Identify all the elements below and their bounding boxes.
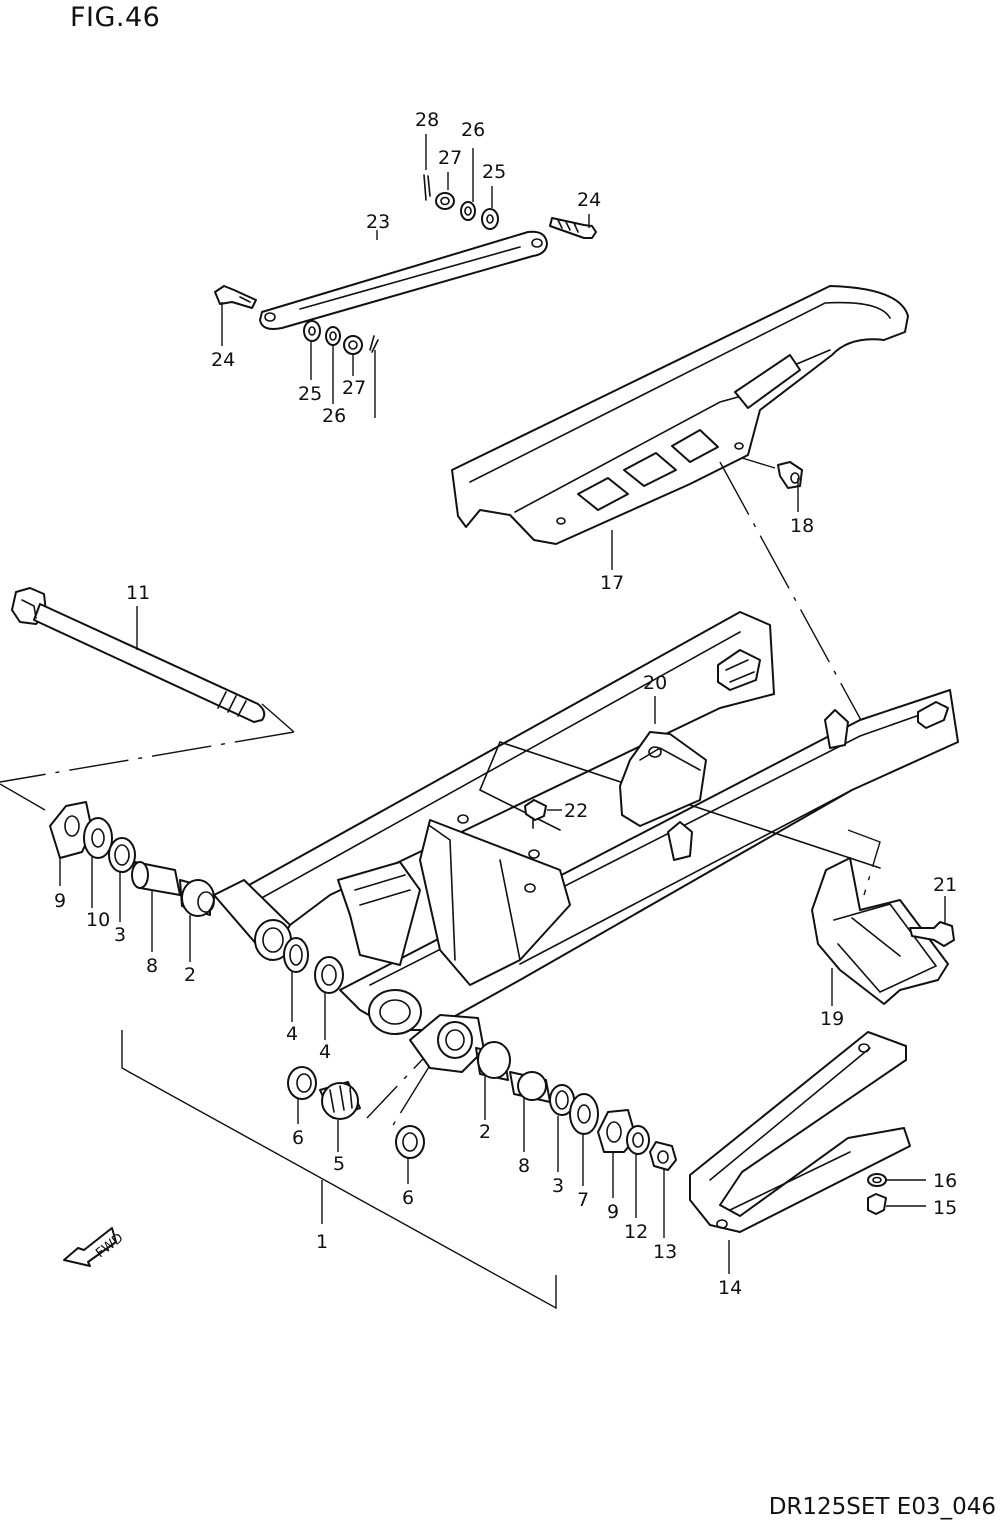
bolt-23	[549, 217, 597, 239]
callout-12: 13	[653, 1241, 677, 1263]
callout-18: 19	[820, 1008, 844, 1030]
callout-17: 18	[790, 515, 814, 537]
callout-14: 15	[933, 1197, 957, 1219]
callout-20: 21	[933, 874, 957, 896]
bracket-19	[619, 731, 707, 827]
fwd-label: FWD	[93, 1231, 126, 1262]
callout-25: 26	[461, 119, 485, 141]
chain-guide-18	[811, 857, 949, 1005]
callout-22: 24	[211, 349, 235, 371]
callout-labels: 28 26 27 25 24 23 24 25 26 27 18 17 11 2…	[54, 109, 957, 1299]
figure-code: DR125SET E03_046	[768, 1494, 996, 1520]
pivot-shaft	[11, 587, 266, 723]
screw-14	[867, 1193, 887, 1215]
callout-6: 6	[292, 1127, 304, 1149]
left-pivot-parts	[49, 801, 344, 994]
figure-title: FIG.46	[70, 2, 161, 33]
callout-4: 4	[319, 1041, 331, 1063]
callout-1: 1	[316, 1231, 328, 1253]
right-pivot-parts	[475, 1041, 677, 1171]
callout-24: 25	[298, 383, 322, 405]
callout-2: 2	[479, 1121, 491, 1143]
washer-15	[867, 1173, 887, 1187]
bolt-22	[214, 285, 257, 309]
callout-5: 5	[333, 1153, 345, 1175]
chain-buffer-13	[689, 1031, 911, 1233]
item-1-bracket	[121, 1030, 557, 1310]
callout-13: 14	[718, 1277, 742, 1299]
screw-17	[741, 457, 803, 489]
callout-23: 24	[577, 189, 601, 211]
callout-26: 27	[438, 147, 462, 169]
callout-9: 7	[577, 1189, 589, 1211]
callout-26: 27	[342, 377, 366, 399]
screw-28	[524, 799, 547, 829]
chain-cover	[451, 285, 909, 545]
callout-8: 9	[54, 890, 66, 912]
callout-2: 2	[184, 964, 196, 986]
torque-rod	[259, 230, 548, 330]
callout-25: 26	[322, 405, 346, 427]
callout-19: 20	[643, 672, 667, 694]
fwd-arrow: FWD	[63, 1227, 126, 1267]
callout-3: 3	[114, 924, 126, 946]
callout-10: 11	[126, 582, 150, 604]
callout-8: 9	[607, 1201, 619, 1223]
callout-6: 6	[402, 1187, 414, 1209]
callout-15: 16	[933, 1170, 957, 1192]
callout-21: 23	[366, 211, 390, 233]
callout-28: 22	[564, 800, 588, 822]
swingarm	[213, 611, 959, 1073]
callout-4: 4	[286, 1023, 298, 1045]
callout-3: 3	[552, 1175, 564, 1197]
callout-9: 10	[86, 909, 110, 931]
callout-7: 8	[518, 1155, 530, 1177]
washers-bottom	[303, 320, 379, 355]
callout-27: 28	[415, 109, 439, 131]
callout-16: 17	[600, 572, 624, 594]
callout-11: 12	[624, 1221, 648, 1243]
callout-24: 25	[482, 161, 506, 183]
callout-7: 8	[146, 955, 158, 977]
lower-center-parts	[287, 1066, 425, 1159]
bolt-20	[909, 921, 955, 947]
leader-lines	[59, 134, 946, 1274]
washers-top	[423, 174, 499, 230]
